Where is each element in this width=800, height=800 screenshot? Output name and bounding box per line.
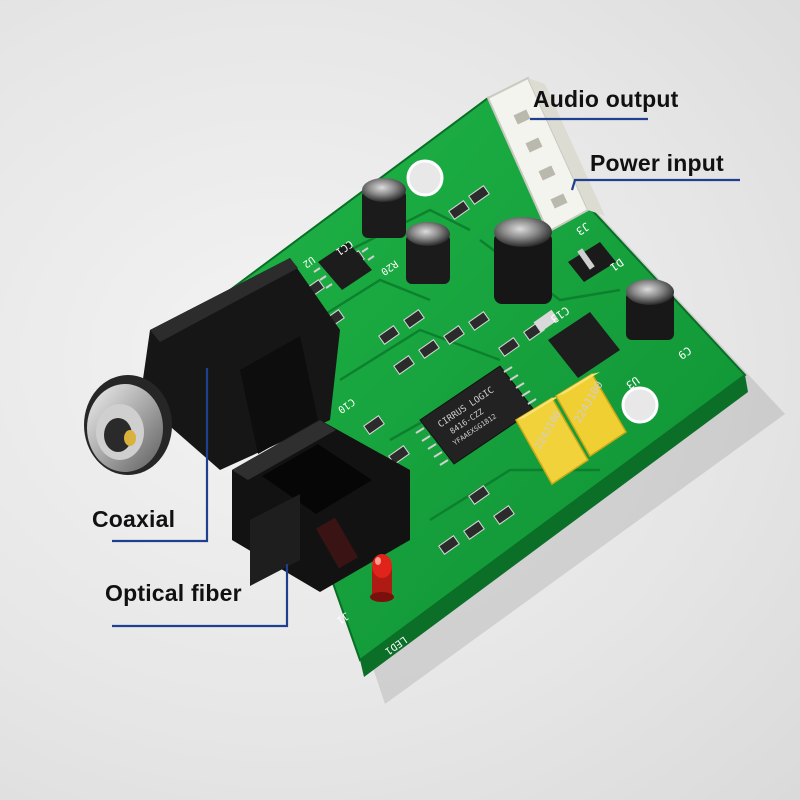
diode — [568, 242, 616, 282]
film-capacitor: 224J100 — [554, 372, 628, 458]
silkscreen-text: U3 — [623, 374, 641, 392]
silkscreen-text: J3 — [573, 220, 591, 238]
film-capacitor: 224J100 — [514, 396, 590, 486]
pin-header-connector — [486, 76, 605, 234]
voltage-regulator — [533, 309, 620, 378]
led-indicator — [370, 554, 394, 602]
receiver-ic-chip: CIRRUS LOGIC 8416-CZZ YFAAEXSG1812 — [415, 365, 537, 466]
optical-jack — [232, 420, 410, 592]
audio-output-label: Audio output — [533, 86, 679, 112]
power-input-label: Power input — [590, 150, 724, 176]
mounting-hole-icon — [406, 159, 444, 197]
pcb-edge — [360, 375, 748, 677]
coaxial-jack — [84, 258, 340, 475]
small-ic-chip — [313, 242, 375, 290]
callout-lines — [112, 117, 740, 628]
electrolytic-capacitor — [626, 279, 674, 340]
coaxial-label: Coaxial — [92, 506, 176, 532]
optical-fiber-label: Optical fiber — [105, 580, 242, 606]
electrolytic-capacitor — [406, 222, 450, 284]
rca-socket-icon — [84, 375, 172, 475]
electrolytic-capacitor — [362, 178, 406, 238]
silkscreen-text: D1 — [607, 256, 625, 274]
silkscreen-text: C9 — [675, 344, 693, 362]
mounting-hole-icon — [621, 386, 659, 424]
electrolytic-capacitor — [494, 217, 552, 304]
